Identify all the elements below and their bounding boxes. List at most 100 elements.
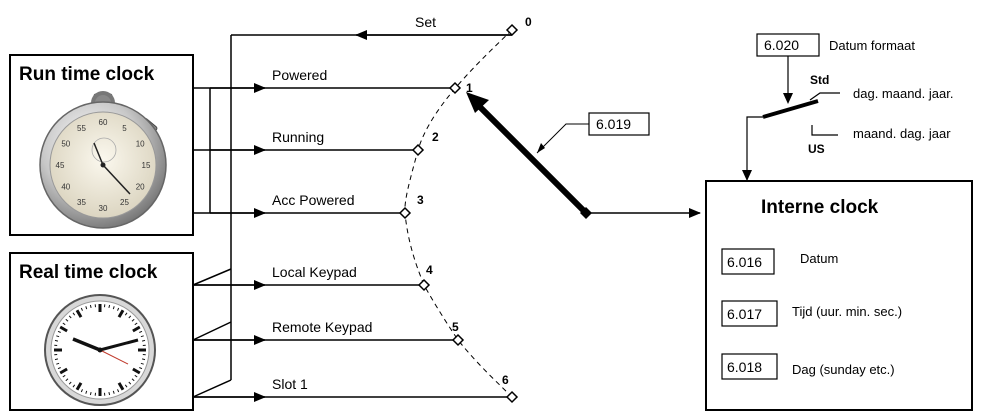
date-format-label: Datum formaat <box>829 38 915 53</box>
wall-clock-tick <box>62 322 66 326</box>
wall-clock-tick <box>62 374 66 378</box>
wall-clock-tick <box>57 330 61 333</box>
stopwatch-dial-number: 45 <box>56 161 65 170</box>
wall-clock-tick <box>139 367 143 370</box>
stopwatch-dial-number: 15 <box>142 161 151 170</box>
position-label-local-keypad: Local Keypad <box>272 264 357 280</box>
wall-clock-tick <box>128 315 132 319</box>
real-time-clock-box: Real time clock <box>9 252 194 411</box>
wall-clock-tick <box>85 306 88 310</box>
wall-clock-tick <box>140 362 144 365</box>
position-num-6: 6 <box>502 373 509 387</box>
position-num-5: 5 <box>452 320 459 334</box>
wall-clock-tick <box>128 381 132 385</box>
wall-clock-tick <box>57 367 61 370</box>
position-label-slot-1: Slot 1 <box>272 376 308 392</box>
wall-clock-tick <box>108 391 111 396</box>
wall-clock-tick <box>140 335 144 338</box>
wall-clock-tick <box>85 390 88 394</box>
stopwatch-dial-number: 10 <box>136 140 145 149</box>
param-6016-label: Datum <box>800 251 838 266</box>
wall-clock-tick <box>72 312 76 316</box>
wall-clock-tick <box>139 330 143 333</box>
wall-clock-tick <box>80 307 83 311</box>
wall-clock-tick <box>112 390 115 394</box>
param-6017-id: 6.017 <box>727 306 762 322</box>
position-num-4: 4 <box>426 263 433 277</box>
wall-clock-tick <box>56 362 60 365</box>
position-num-0: 0 <box>525 15 532 29</box>
wall-clock-tick <box>132 325 141 333</box>
date-format-switch: 6.020 Datum formaat Std dag. maand. jaar… <box>742 33 953 181</box>
stopwatch-dial-number: 40 <box>61 183 70 192</box>
selector-terminals: 0 1 2 3 4 5 6 <box>398 15 532 404</box>
wall-clock-tick <box>131 378 135 382</box>
wall-clock-tick <box>89 391 92 396</box>
stopwatch-dial-number: 25 <box>120 198 129 207</box>
wall-clock-tick <box>56 335 60 338</box>
wall-clock-tick <box>141 358 146 361</box>
selector-labels: Set Powered Running Acc Powered Local Ke… <box>272 14 436 392</box>
wall-clock-tick <box>65 318 69 322</box>
real-time-clock-title: Real time clock <box>19 262 158 283</box>
position-num-2: 2 <box>432 130 439 144</box>
date-format-std-code: Std <box>810 73 829 87</box>
wall-clock-tick <box>117 382 125 391</box>
wall-clock-tick <box>65 378 69 382</box>
date-format-us-code: US <box>808 142 825 156</box>
bus-lines <box>192 35 232 398</box>
position-label-remote-keypad: Remote Keypad <box>272 319 372 335</box>
stopwatch-dial-number: 50 <box>61 140 70 149</box>
position-num-1: 1 <box>466 81 473 95</box>
stopwatch-dial-number: 30 <box>99 204 108 213</box>
wall-clock-tick <box>117 389 120 393</box>
wall-clock-tick <box>59 367 68 375</box>
wall-clock-tick <box>108 304 111 309</box>
wall-clock-tick <box>75 382 83 391</box>
wall-clock-tick <box>134 374 138 378</box>
param-6018-label: Dag (sunday etc.) <box>792 362 895 377</box>
selector-arc <box>404 29 513 398</box>
param-6017-label: Tijd (uur. min. sec.) <box>792 304 902 319</box>
param-6018-id: 6.018 <box>727 359 762 375</box>
param-6016-id: 6.016 <box>727 254 762 270</box>
wall-clock-tick <box>132 367 141 375</box>
param-6019-label: 6.019 <box>596 116 631 132</box>
wall-clock-tick <box>124 384 128 388</box>
date-format-us-text: maand. dag. jaar <box>853 126 951 141</box>
wall-clock-tick <box>141 339 146 342</box>
date-format-std-text: dag. maand. jaar. <box>853 86 953 101</box>
internal-clock-title: Interne clock <box>761 197 879 218</box>
wall-clock-tick <box>124 312 128 316</box>
run-time-clock-title: Run time clock <box>19 64 155 85</box>
wall-clock-tick <box>54 358 59 361</box>
param-6020-label: 6.020 <box>764 37 799 53</box>
wall-clock-tick <box>117 309 125 318</box>
wall-clock-tick <box>134 322 138 326</box>
wall-clock-tick <box>131 318 135 322</box>
wall-clock-tick <box>68 315 72 319</box>
stopwatch-dial-number: 35 <box>77 198 86 207</box>
wall-clock-tick <box>59 325 68 333</box>
selector-switch-arm <box>466 92 701 219</box>
position-label-powered: Powered <box>272 67 327 83</box>
wall-clock-tick <box>75 309 83 318</box>
internal-clock-box: Interne clock 6.016 Datum 6.017 Tijd (uu… <box>705 180 973 411</box>
wall-clock-tick <box>54 339 59 342</box>
param-6019-callout: 6.019 <box>536 112 650 154</box>
position-label-acc-powered: Acc Powered <box>272 192 354 208</box>
wall-clock-tick <box>112 306 115 310</box>
stopwatch-dial-number: 55 <box>77 124 86 133</box>
wall-clock-ticks <box>54 304 146 396</box>
position-label-set: Set <box>415 14 436 30</box>
position-label-running: Running <box>272 129 324 145</box>
stopwatch-dial-number: 20 <box>136 183 145 192</box>
stopwatch-dial-number: 5 <box>122 124 127 133</box>
wall-clock-tick <box>80 389 83 393</box>
selector-rows <box>193 30 512 402</box>
wall-clock-tick <box>117 307 120 311</box>
